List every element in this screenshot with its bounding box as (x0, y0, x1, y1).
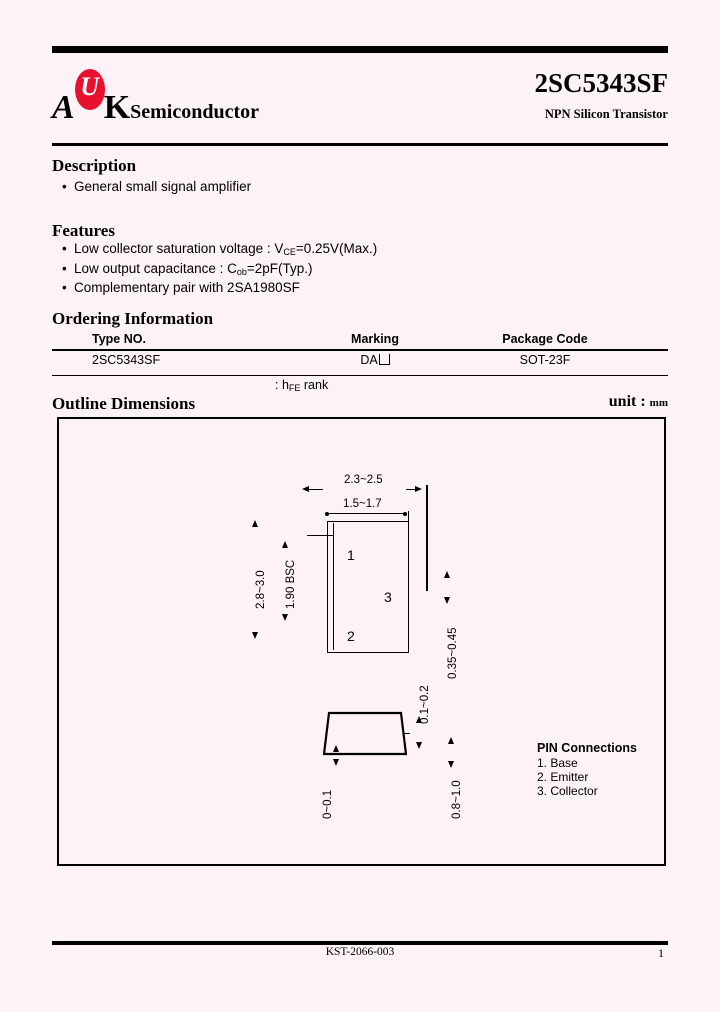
list-item-label: General small signal amplifier (74, 179, 252, 194)
cell-package-code: SOT-23F (519, 352, 571, 367)
dimension-lead-length-arrow-up (448, 737, 454, 744)
feature-text: Low collector saturation voltage : V (74, 241, 284, 256)
dimension-overall-height-arrow-up (252, 520, 258, 527)
dimension-coplanarity-arrow-down (333, 759, 339, 766)
unit-label: unit : mm (609, 393, 668, 411)
bullet-icon: • (62, 280, 67, 295)
pin-connection-item-2: 2. Emitter (537, 770, 589, 784)
dimension-body-width-line (327, 513, 407, 515)
table-rule-bottom (52, 374, 668, 376)
unit-value: mm (649, 397, 668, 409)
dimension-overall-height-arrow-down (252, 632, 258, 639)
table-rule-top (52, 349, 668, 351)
dimension-standoff-arrow-down (416, 742, 422, 749)
features-heading: Features (52, 221, 115, 240)
pin-number-1: 1 (347, 547, 355, 563)
pin-connection-item-3: 3. Collector (537, 784, 598, 798)
dimension-body-width-extension (408, 511, 410, 539)
dimension-lead-thickness-arrow-down (444, 597, 450, 604)
cell-marking: DA (305, 353, 445, 367)
feature-text: Complementary pair with 2SA1980SF (74, 280, 300, 295)
pin-number-2: 2 (347, 628, 355, 644)
dimension-body-width-dot-left (325, 511, 329, 516)
hfe-rank-note: : hFE rank (275, 378, 328, 393)
dimension-pin-pitch-arrow-down (282, 614, 288, 621)
package-inner-lead-line (333, 523, 335, 650)
table-row: 2SC5343SF DA SOT-23F (52, 351, 668, 375)
dimension-coplanarity-label: 0~0.1 (322, 789, 334, 819)
dimension-pin-pitch-label: 1.90 BSC (285, 559, 297, 609)
list-item: • Low collector saturation voltage : VCE=… (62, 241, 377, 261)
dimension-lead-thickness-label: 0.35~0.45 (447, 627, 459, 679)
dimension-lead-thickness-arrow-up (444, 571, 450, 578)
hfe-note-subscript: FE (288, 383, 301, 393)
outline-drawing-frame: 1 3 2 2.3~2.5 1.5~1.7 2.8~3.0 1.90 BSC 0… (57, 417, 666, 866)
footer-page-number: 1 (658, 946, 664, 960)
bullet-icon: • (62, 179, 67, 194)
logo-u-badge: U (74, 69, 105, 118)
auk-semiconductor-logo: A U K Semiconductor (52, 69, 260, 126)
list-item: • Complementary pair with 2SA1980SF (62, 280, 377, 297)
page-title: 2SC5343SF (534, 68, 668, 98)
logo-wordmark: Semiconductor (130, 101, 260, 123)
package-side-view-svg (322, 711, 408, 756)
pin-connections-title: PIN Connections (537, 741, 638, 755)
dimension-coplanarity-arrow-up (333, 745, 339, 752)
dimension-body-width-label: 1.5~1.7 (343, 498, 382, 510)
pin-number-3: 3 (384, 589, 392, 605)
ordering-heading: Ordering Information (52, 309, 214, 328)
hfe-note-prefix: : h (275, 378, 289, 392)
package-body-top-view (327, 521, 409, 653)
dimension-overall-width-arrow-left (302, 486, 309, 492)
footer-rule (52, 941, 668, 945)
list-item: • Low output capacitance : Cob=2pF(Typ.) (62, 261, 377, 281)
marking-placeholder-icon (378, 353, 390, 365)
column-header-marking: Marking (351, 332, 399, 346)
cell-type-no: 2SC5343SF (92, 352, 161, 367)
header-top-rule (52, 46, 668, 53)
cell-marking-text: DA (360, 352, 378, 367)
dimension-pin-pitch-arrow-up (282, 541, 288, 548)
pin-connection-item-1: 1. Base (537, 756, 578, 770)
feature-subscript: CE (283, 247, 296, 257)
header-bottom-rule (52, 143, 668, 146)
dimension-overall-width-line-left (309, 488, 323, 490)
logo-letter-k: K (103, 89, 131, 126)
footer-document-code: KST-2066-003 (325, 946, 395, 958)
logo-letter-u: U (80, 72, 100, 101)
dimension-standoff-arrow-up (416, 716, 422, 723)
description-heading: Description (52, 156, 137, 175)
pin-connections-legend: PIN Connections 1. Base 2. Emitter 3. Co… (537, 741, 637, 798)
hfe-note-suffix: rank (300, 378, 329, 392)
table-header-row: Type NO. Marking Package Code (52, 330, 668, 349)
feature-text: Low output capacitance : C (74, 260, 237, 276)
package-body-side-view (322, 711, 408, 756)
dimension-lead-length-label: 0.8~1.0 (451, 780, 463, 819)
outline-dimensions-heading: Outline Dimensions (52, 394, 196, 413)
ordering-table: Type NO. Marking Package Code 2SC5343SF … (52, 330, 668, 376)
column-header-type-no: Type NO. (92, 332, 146, 346)
list-item: • General small signal amplifier (62, 179, 251, 196)
feature-suffix: =0.25V(Max.) (295, 241, 378, 256)
package-lead-stub (307, 535, 333, 537)
unit-label-text: unit : (608, 393, 646, 410)
logo-red-ellipse (74, 69, 105, 110)
dimension-overall-width-line-right (406, 488, 418, 490)
bullet-icon: • (62, 241, 67, 256)
dimension-overall-width-label: 2.3~2.5 (344, 474, 383, 486)
dimension-overall-width-arrow-right (415, 486, 422, 492)
column-header-package-code: Package Code (502, 332, 588, 346)
description-list: • General small signal amplifier (62, 179, 251, 196)
dimension-lead-length-arrow-down (448, 761, 454, 768)
dimension-body-width-dot-right (403, 511, 407, 516)
logo-letter-a: A (52, 89, 75, 126)
feature-subscript: ob (236, 266, 247, 277)
part-subtitle: NPN Silicon Transistor (544, 107, 668, 121)
dimension-overall-width-extension (426, 485, 428, 591)
features-list: •Low collector saturation voltage : VCE=… (62, 241, 377, 297)
dimension-overall-height-label: 2.8~3.0 (255, 570, 267, 609)
feature-suffix: =2pF(Typ.) (246, 260, 313, 276)
bullet-icon: • (62, 260, 67, 276)
